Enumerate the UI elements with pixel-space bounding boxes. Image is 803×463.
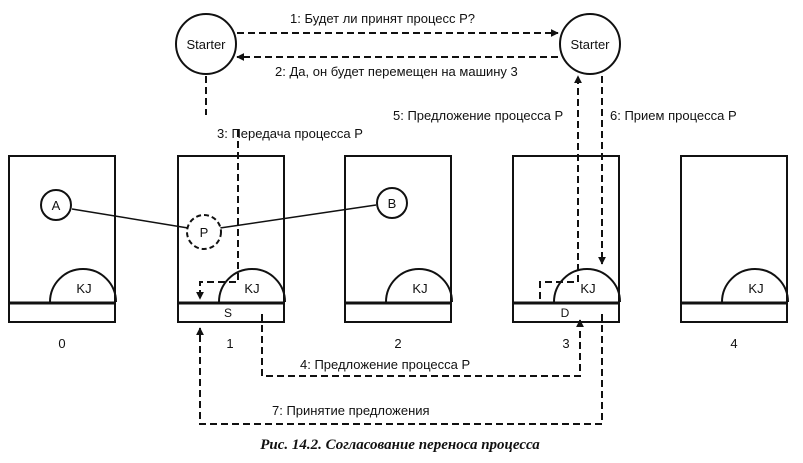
machine-0: KJ 0 <box>8 155 117 351</box>
figure-caption: Рис. 14.2. Согласование переноса процесс… <box>260 437 540 453</box>
message-4-label: 4: Предложение процесса P <box>300 357 470 372</box>
starter-right: Starter <box>559 13 621 75</box>
starter-left: Starter <box>175 13 237 75</box>
kernel-label-3: KJ <box>580 281 595 296</box>
kernel-label-0: KJ <box>76 281 91 296</box>
machine-2: KJ 2 <box>344 155 453 351</box>
machine-3: KJ D 3 <box>512 155 621 351</box>
kernel-label-1: KJ <box>244 281 259 296</box>
message-2-label: 2: Да, он будет перемещен на машину 3 <box>275 64 518 79</box>
process-a: A <box>40 189 72 221</box>
message-3-arrow <box>200 76 239 299</box>
machine-number-3: 3 <box>562 336 569 351</box>
message-5-arrow <box>539 75 582 299</box>
message-7-arrow <box>196 314 603 425</box>
message-5-label: 5: Предложение процесса P <box>393 108 563 123</box>
starter-left-label: Starter <box>186 37 226 52</box>
process-p: P <box>186 214 222 250</box>
kernel-label-4: KJ <box>748 281 763 296</box>
message-3-label: 3: Передача процесса P <box>217 126 363 141</box>
connection-a-p <box>71 208 189 229</box>
kernel-label-2: KJ <box>412 281 427 296</box>
process-p-label: P <box>200 225 209 240</box>
machine-base-label-3: D <box>561 306 570 320</box>
message-6-label: 6: Прием процесса P <box>610 108 737 123</box>
process-b-label: B <box>388 196 397 211</box>
starter-right-label: Starter <box>570 37 610 52</box>
message-7-label: 7: Принятие предложения <box>272 403 430 418</box>
machine-1: KJ S 1 <box>177 155 286 351</box>
message-1-label: 1: Будет ли принят процесс P? <box>290 11 475 26</box>
message-4-arrow <box>261 314 584 377</box>
connection-p-b <box>219 204 377 229</box>
machine-number-2: 2 <box>394 336 401 351</box>
machine-number-0: 0 <box>58 336 65 351</box>
machine-number-4: 4 <box>730 336 737 351</box>
machine-number-1: 1 <box>226 336 233 351</box>
machine-base-label-1: S <box>224 306 232 320</box>
machine-4: KJ 4 <box>680 155 789 351</box>
process-b: B <box>376 187 408 219</box>
process-a-label: A <box>52 198 61 213</box>
